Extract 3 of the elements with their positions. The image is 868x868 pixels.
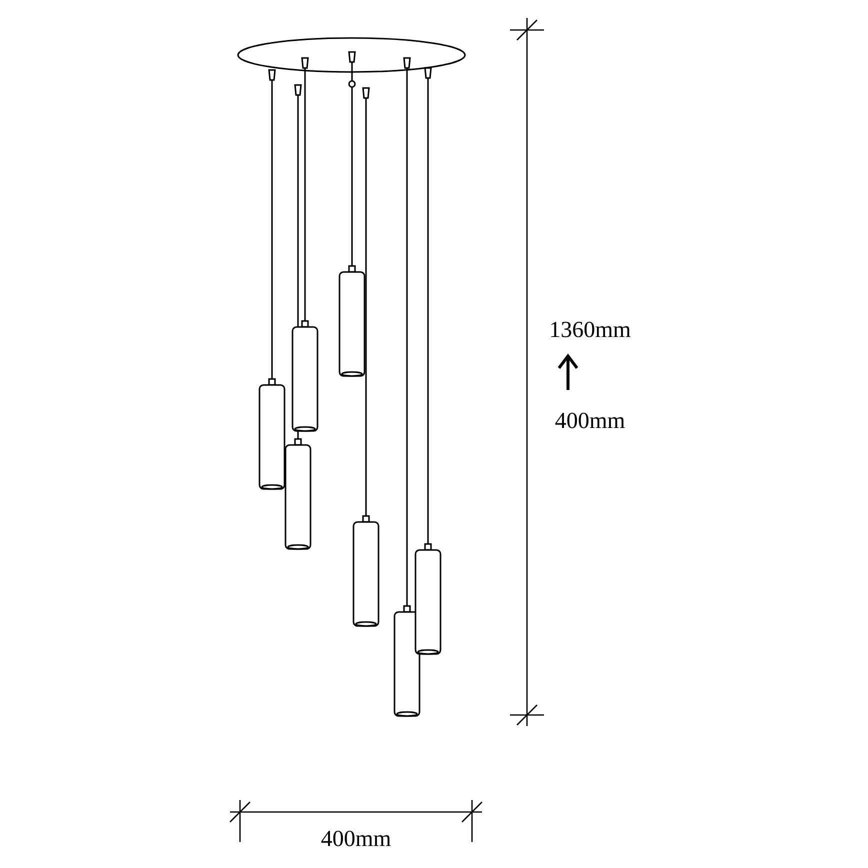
dimension-label: 1360mm [549,317,631,343]
dimension-label: 400mm [554,408,626,434]
dimension-label: 400mm [320,826,392,852]
